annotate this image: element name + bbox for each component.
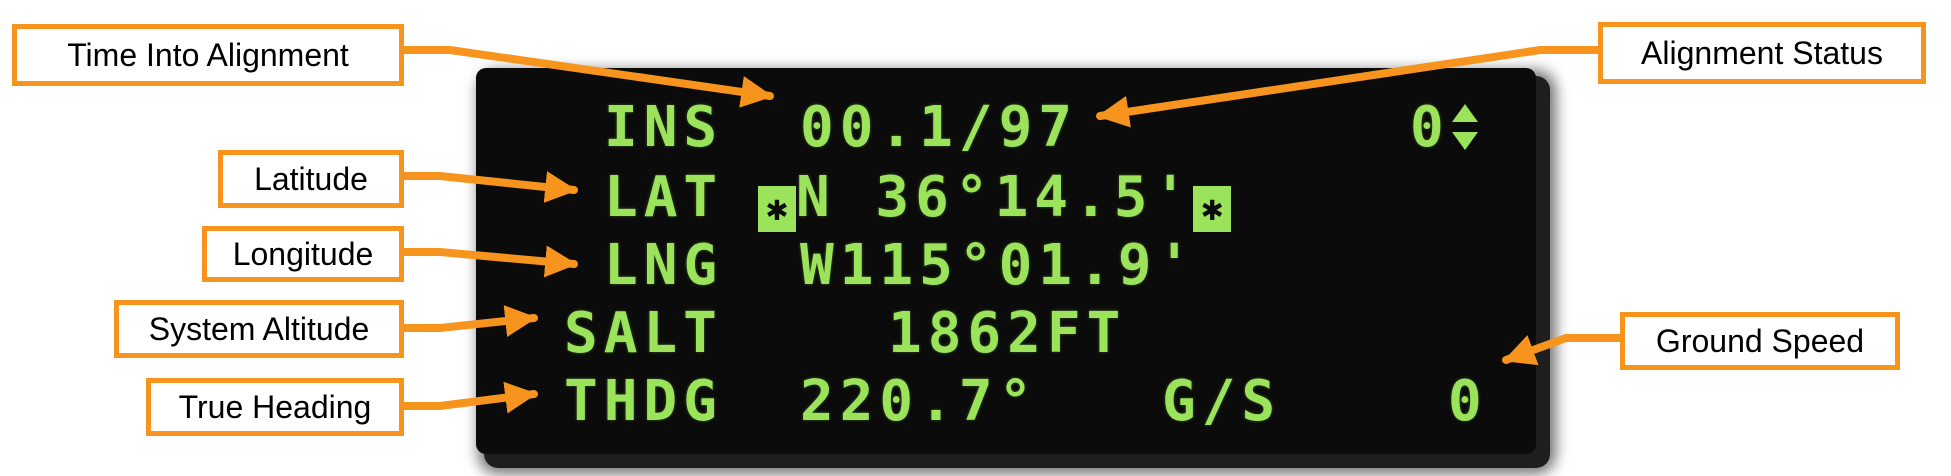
ded-screen xyxy=(476,68,1536,454)
ded-lat-label: LAT xyxy=(604,165,724,230)
callout-alignment-status: Alignment Status xyxy=(1598,22,1926,84)
ded-longitude-value: W115°01.9' xyxy=(800,233,1198,298)
arrow-latitude xyxy=(400,171,578,203)
ded-system-altitude-value: 1862FT xyxy=(888,301,1127,366)
arrow-longitude xyxy=(400,245,578,278)
ded-ins-label: INS xyxy=(604,95,724,160)
callout-system-altitude: System Altitude xyxy=(114,300,404,358)
ded-latitude-value: N 36°14.5' xyxy=(796,165,1194,230)
callout-latitude: Latitude xyxy=(218,150,404,208)
callout-longitude: Longitude xyxy=(202,226,404,282)
ded-latitude-field: ✱N 36°14.5'✱ xyxy=(758,170,1232,232)
arrow-ground-speed xyxy=(1502,334,1624,366)
arrow-time-into-alignment xyxy=(400,46,774,108)
callout-time-into-alignment: Time Into Alignment xyxy=(12,24,404,86)
callout-ground-speed: Ground Speed xyxy=(1620,312,1900,370)
ded-scratchpad-marker-right: ✱ xyxy=(1193,186,1232,232)
ded-salt-label: SALT xyxy=(564,301,723,366)
arrow-system-altitude xyxy=(400,305,538,337)
ded-gs-label: G/S xyxy=(1162,369,1282,434)
arrow-alignment-status xyxy=(1096,46,1602,128)
ded-scratchpad-marker-left: ✱ xyxy=(758,186,796,232)
arrow-true-heading xyxy=(400,381,538,414)
ded-true-heading-value: 220.7° xyxy=(800,369,1039,434)
ded-lng-label: LNG xyxy=(604,233,724,298)
up-down-arrow-icon xyxy=(1450,102,1480,159)
callout-true-heading: True Heading xyxy=(146,378,404,436)
ded-alignment-time-value: 00.1/97 xyxy=(800,95,1079,160)
ded-ground-speed-value: 0 xyxy=(1448,369,1488,434)
ded-thdg-label: THDG xyxy=(564,369,723,434)
ded-alignment-status-value: 0 xyxy=(1410,95,1450,160)
